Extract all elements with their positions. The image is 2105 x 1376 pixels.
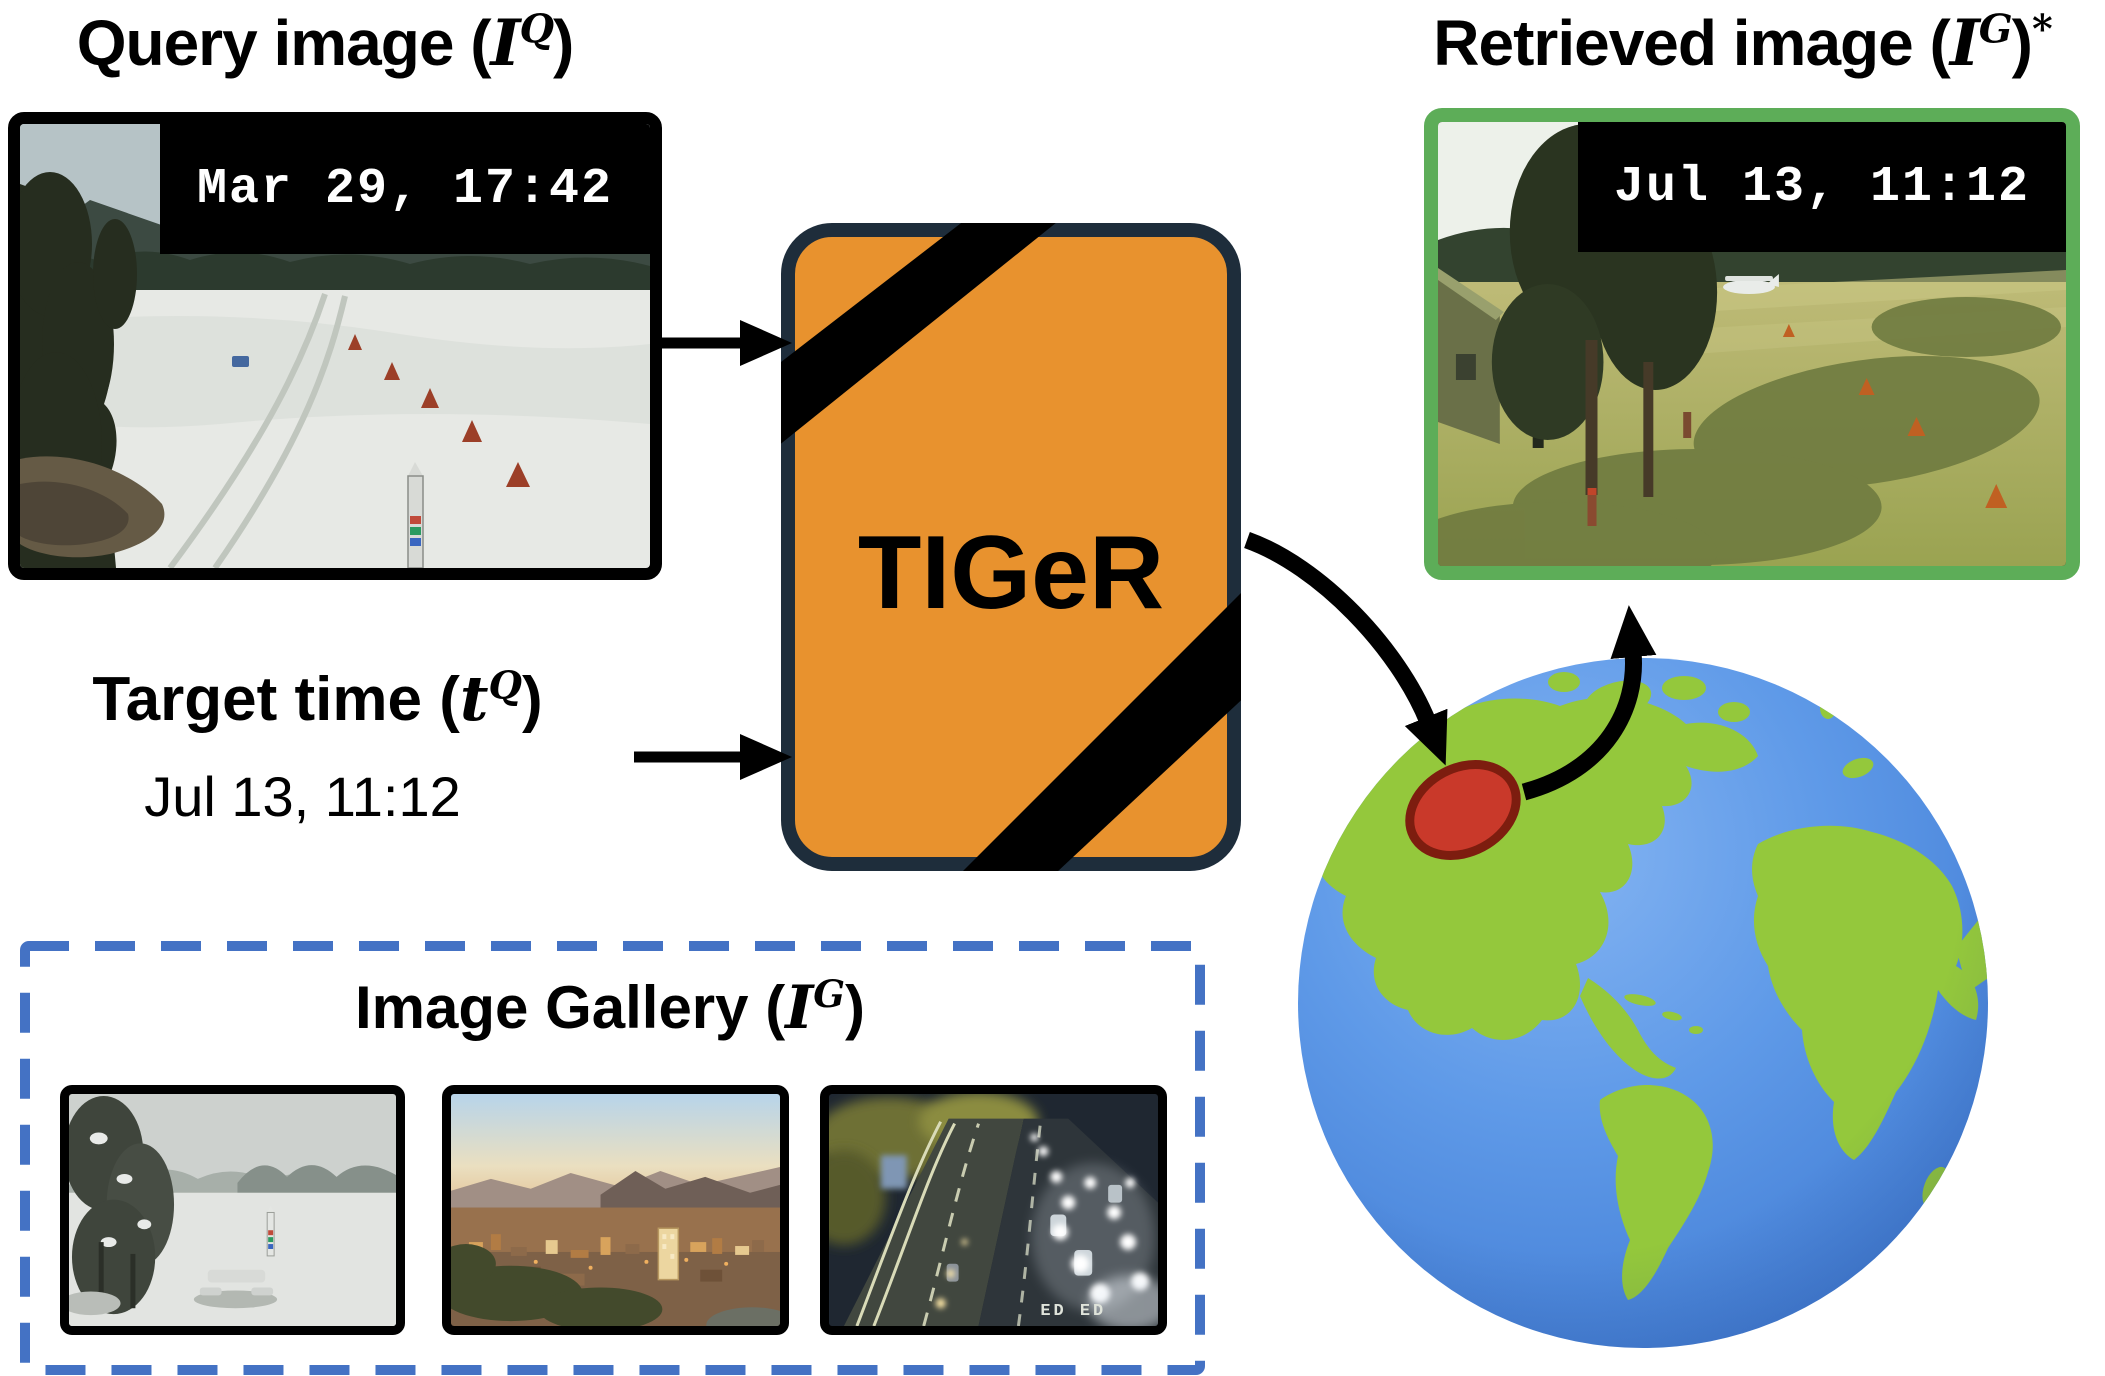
tiger-label: TIGeR xyxy=(858,515,1164,631)
road-marking-text: ED ED xyxy=(1040,1302,1106,1321)
small-plane xyxy=(1723,274,1779,294)
europe xyxy=(1844,671,1914,706)
gallery-item-winter-snow xyxy=(60,1085,405,1335)
traffic-cones xyxy=(348,334,530,487)
retrieved-image: Jul 13, 11:12 xyxy=(1424,108,2080,580)
retrieved-image-title: Retrieved image (IG)* xyxy=(1433,6,2053,81)
road-sign xyxy=(880,1155,907,1189)
tiger-stripe-bottom-right xyxy=(948,584,1241,871)
query-timestamp-bar: Mar 29, 17:42 xyxy=(160,124,650,254)
marker-post xyxy=(266,1205,275,1257)
tree-shadows xyxy=(1438,297,2062,566)
tree-line xyxy=(20,251,650,290)
target-time-title: Target time (tQ) xyxy=(92,662,543,735)
gallery-item-night-highway: ED ED xyxy=(820,1085,1167,1335)
ski-track xyxy=(212,295,348,568)
retrieved-title-text: Retrieved image ( xyxy=(1433,7,1951,79)
retrieved-title-star: * xyxy=(2031,6,2053,53)
ski-track xyxy=(167,293,328,568)
retrieved-timestamp: Jul 13, 11:12 xyxy=(1613,158,2031,216)
query-title-text: Query image ( xyxy=(76,7,492,79)
retrieved-timestamp-bar: Jul 13, 11:12 xyxy=(1578,122,2066,252)
tiger-model-box: TIGeR xyxy=(781,223,1241,871)
tiger-stripe-top-left xyxy=(781,223,1072,454)
gallery-photo-sunset xyxy=(451,1094,780,1326)
gallery-item-city-sunset xyxy=(442,1085,789,1335)
location-marker-icon xyxy=(1405,760,1521,860)
sled xyxy=(232,356,249,367)
query-timestamp: Mar 29, 17:42 xyxy=(196,160,614,218)
tiger-stripes xyxy=(781,223,1241,871)
gallery-photo-night-highway: ED ED xyxy=(829,1094,1158,1326)
globe-illustration xyxy=(1298,658,1988,1348)
marker-post xyxy=(407,462,424,568)
image-gallery-title: Image Gallery (IG) xyxy=(354,972,866,1043)
traffic-cones xyxy=(1782,324,2008,508)
target-time-value: Jul 13, 11:12 xyxy=(144,765,461,828)
lit-tower xyxy=(657,1227,680,1281)
asia-edge xyxy=(1927,705,1988,818)
gallery-photo-winter xyxy=(69,1094,396,1326)
building-left xyxy=(1438,268,1504,444)
posts xyxy=(1587,412,1692,526)
query-image: Mar 29, 17:42 xyxy=(8,112,662,580)
query-image-title: Query image (IQ) xyxy=(76,6,575,81)
